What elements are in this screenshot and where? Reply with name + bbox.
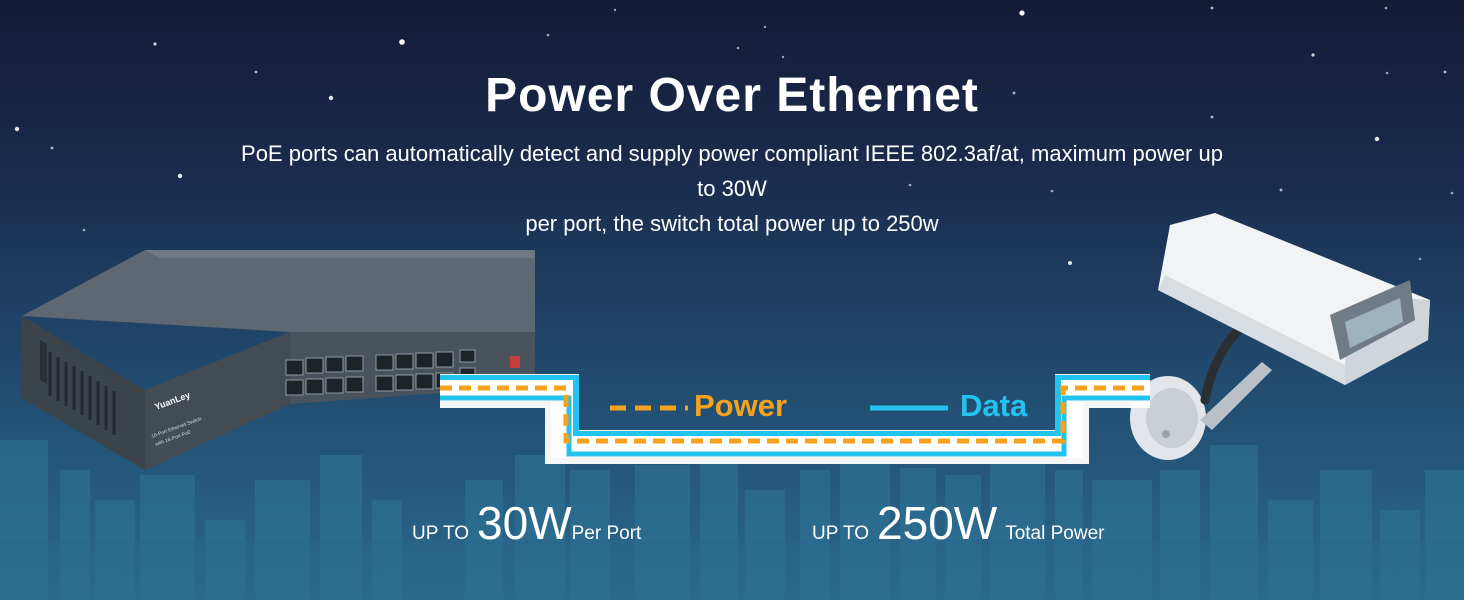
subtitle-line-1: PoE ports can automatically detect and s… xyxy=(241,141,1223,201)
data-legend-label: Data xyxy=(960,388,1028,423)
power-legend-label: Power xyxy=(694,388,788,423)
stat-prefix: UP TO xyxy=(812,523,870,544)
stat-value: 250W xyxy=(877,497,998,549)
subtitle-line-2: per port, the switch total power up to 2… xyxy=(525,211,939,236)
per-port-power-stat: UP TO 30WPer Port xyxy=(412,496,641,550)
stat-suffix: Per Port xyxy=(571,523,642,544)
stat-suffix: Total Power xyxy=(1005,523,1105,544)
data-cable xyxy=(440,375,1150,437)
stat-value: 30W xyxy=(477,497,572,549)
switch-top xyxy=(22,250,535,332)
page-title: Power Over Ethernet xyxy=(485,69,979,122)
power-cable xyxy=(440,385,1150,444)
page-subtitle: PoE ports can automatically detect and s… xyxy=(232,136,1232,241)
stat-prefix: UP TO xyxy=(412,523,470,544)
total-power-stat: UP TO 250W Total Power xyxy=(812,496,1104,550)
